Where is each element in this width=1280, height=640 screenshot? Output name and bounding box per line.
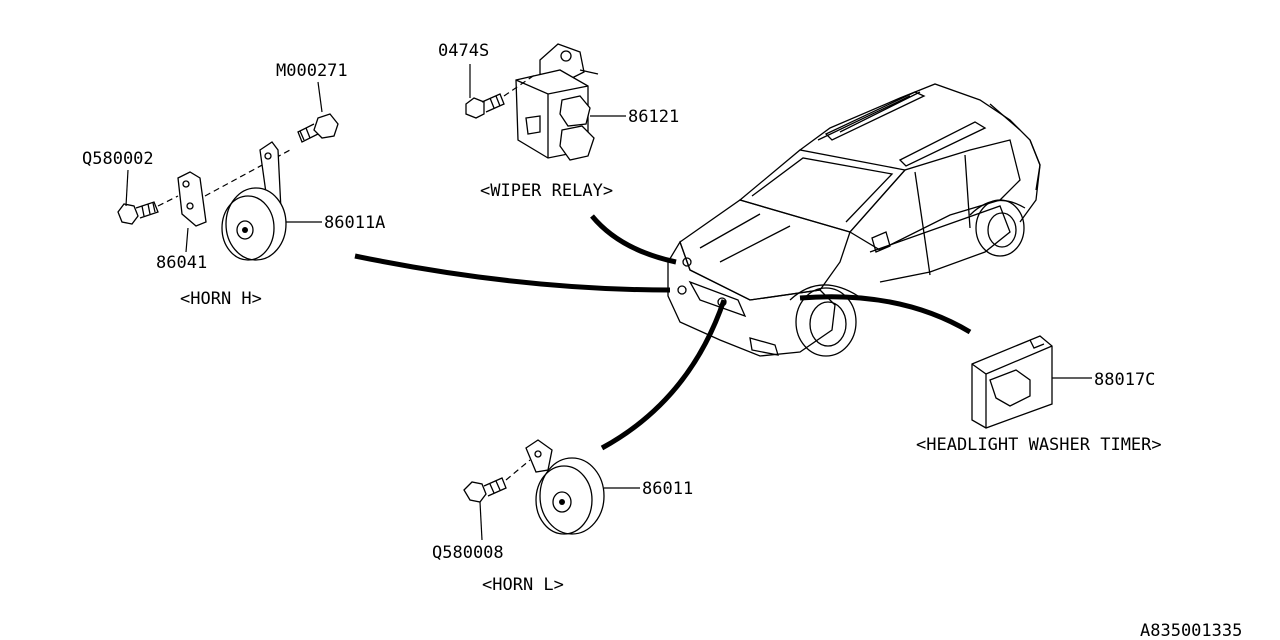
bolt-m000271 xyxy=(297,113,339,143)
bolt-q580002 xyxy=(117,201,159,225)
washer-timer-88017c xyxy=(971,335,1053,429)
label-q580002: Q580002 xyxy=(82,149,154,169)
label-86011: 86011 xyxy=(642,479,693,499)
label-86121: 86121 xyxy=(628,107,679,127)
label-88017c: 88017C xyxy=(1094,370,1155,390)
label-m000271: M000271 xyxy=(276,61,348,81)
label-86041: 86041 xyxy=(156,253,207,273)
label-headlight-washer-timer: <HEADLIGHT WASHER TIMER> xyxy=(916,435,1162,455)
label-86011a: 86011A xyxy=(324,213,385,233)
horn-86011 xyxy=(535,457,605,535)
label-horn-h: <HORN H> xyxy=(180,289,262,309)
horn-86011a xyxy=(221,187,287,261)
label-horn-l: <HORN L> xyxy=(482,575,564,595)
label-q580008: Q580008 xyxy=(432,543,504,563)
bracket-86041 xyxy=(177,171,207,227)
bolt-0474s xyxy=(465,93,505,119)
label-0474s: 0474S xyxy=(438,41,489,61)
relay-86121 xyxy=(515,69,595,161)
vehicle-illustration xyxy=(667,83,1041,357)
bolt-q580008 xyxy=(463,477,507,503)
horn-h-group xyxy=(117,81,671,293)
washer-timer-group xyxy=(799,294,1092,429)
diagram-id: A835001335 xyxy=(1140,621,1242,640)
horn-l-group xyxy=(463,299,727,541)
label-wiper-relay: <WIPER RELAY> xyxy=(480,181,613,201)
wiper-relay-group xyxy=(465,43,677,265)
